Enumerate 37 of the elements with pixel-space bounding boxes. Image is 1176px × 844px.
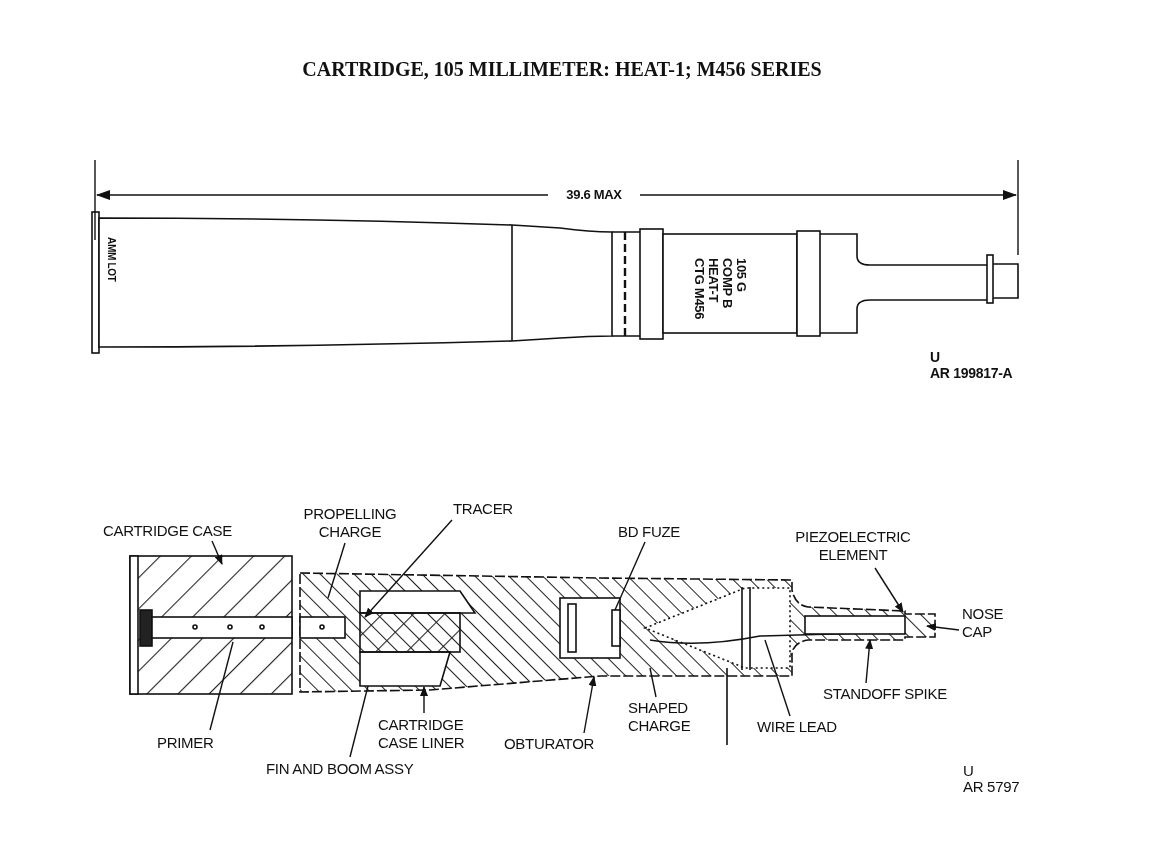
leader-line bbox=[420, 686, 428, 714]
leader-line bbox=[614, 541, 646, 611]
part-label: OBTURATOR bbox=[504, 735, 604, 753]
stencil-marking: AMM LOT bbox=[105, 237, 118, 284]
leader-line bbox=[764, 639, 791, 717]
stencil-marking: 105 G bbox=[734, 258, 748, 294]
stencil-marking: HEAT-T bbox=[706, 258, 720, 305]
part-label: PRIMER bbox=[157, 734, 227, 752]
part-label: CARTRIDGE CASE bbox=[103, 522, 248, 540]
part-label: STANDOFF SPIKE bbox=[823, 685, 973, 703]
leader-line bbox=[865, 639, 874, 684]
part-label: FIN AND BOOM ASSY bbox=[266, 760, 436, 778]
leader-line bbox=[349, 685, 369, 758]
leader-line bbox=[364, 519, 453, 618]
part-label: WIRE LEAD bbox=[757, 718, 847, 736]
figure-code: U bbox=[930, 348, 941, 366]
title: CARTRIDGE, 105 MILLIMETER: HEAT-1; M456 SERIES bbox=[301, 60, 823, 78]
leader-line bbox=[926, 623, 960, 632]
figure-code: AR 5797 bbox=[963, 778, 1021, 796]
part-label: CARTRIDGE CASE LINER bbox=[378, 716, 476, 752]
part-label: PROPELLING CHARGE bbox=[296, 505, 404, 541]
leader-line bbox=[874, 567, 904, 613]
leader-line bbox=[583, 676, 597, 734]
leader-line bbox=[327, 542, 346, 599]
part-label: SHAPED CHARGE bbox=[628, 699, 700, 735]
part-label: PIEZOELECTRIC ELEMENT bbox=[785, 528, 921, 564]
stencil-marking: CTG M456 bbox=[692, 258, 706, 322]
leader-line bbox=[211, 540, 223, 565]
stencil-marking: COMP B bbox=[720, 258, 734, 310]
leader-line bbox=[649, 667, 657, 698]
figure-code: U bbox=[963, 762, 975, 780]
figure-code: AR 199817-A bbox=[930, 364, 1014, 382]
part-label: TRACER bbox=[453, 500, 523, 518]
part-label: NOSE CAP bbox=[962, 605, 1012, 641]
part-label: BD FUZE bbox=[618, 523, 693, 541]
dimension-label: 39.6 MAX bbox=[565, 186, 623, 204]
leader-line bbox=[209, 641, 234, 731]
